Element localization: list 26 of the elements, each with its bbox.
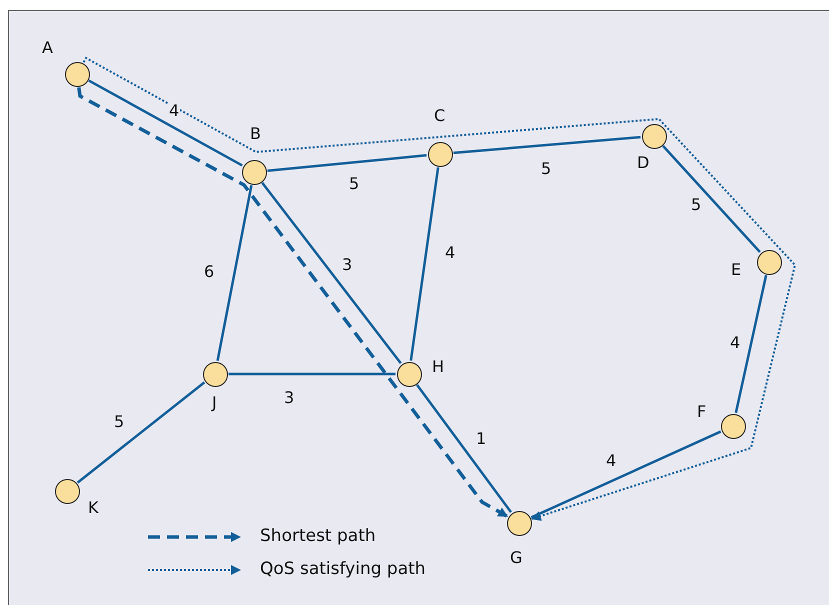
node-label: E — [731, 262, 742, 278]
link-line — [267, 154, 427, 172]
node-label: F — [697, 404, 706, 420]
path-arrow — [84, 56, 796, 521]
node-label: D — [637, 155, 650, 171]
link-line — [216, 185, 253, 361]
node-label: A — [42, 40, 53, 56]
link-line — [453, 136, 641, 154]
link-line — [76, 381, 206, 484]
link-line — [734, 274, 768, 414]
path-arrow — [77, 87, 508, 518]
legend-text: QoS satisfying path — [260, 561, 426, 578]
node-label: B — [250, 126, 261, 142]
link-line — [410, 167, 440, 361]
link-line — [530, 430, 722, 519]
link-line — [261, 182, 402, 364]
node-label: G — [510, 550, 522, 566]
link-line — [662, 145, 761, 253]
node-label: J — [212, 395, 217, 411]
link-line — [88, 79, 243, 167]
link-line — [416, 384, 512, 513]
link-line — [228, 372, 396, 376]
node-label: K — [88, 500, 98, 516]
legend-text: Shortest path — [260, 528, 376, 545]
node-label: C — [434, 108, 446, 124]
node-label: H — [432, 359, 444, 375]
